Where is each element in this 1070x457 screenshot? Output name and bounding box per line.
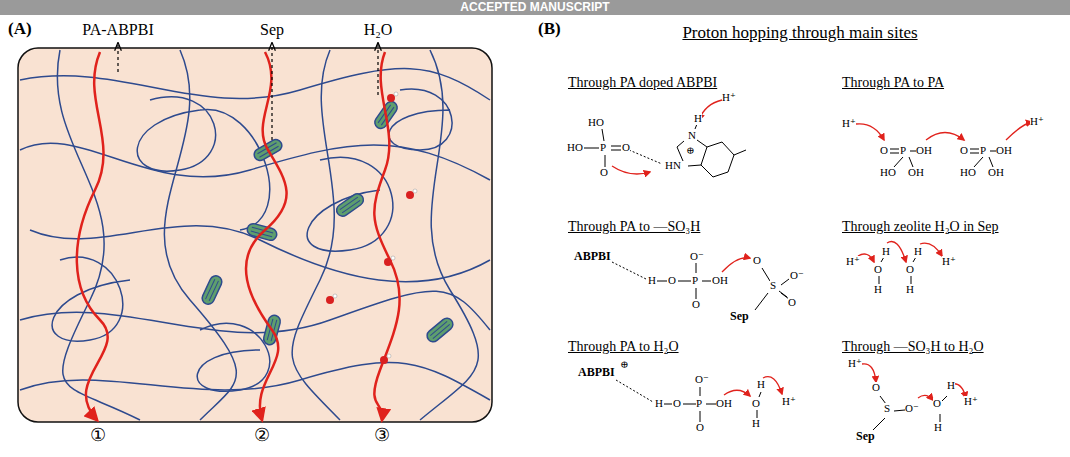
atom-label: H xyxy=(882,246,890,258)
atom-label: ⊕ xyxy=(686,146,694,157)
atom-label: H⁺ xyxy=(842,118,856,130)
proton-hop-arrows xyxy=(612,100,1032,400)
atom-label: O⁻ xyxy=(690,251,704,263)
atom-label: O xyxy=(874,264,882,276)
callout-number: ③ xyxy=(374,426,390,445)
mechanism-heading: Through PA to H₂O xyxy=(568,340,679,355)
atom-label: O xyxy=(692,299,700,311)
atom-label: H⁺ xyxy=(848,358,862,370)
atom-label: H⁺ xyxy=(964,396,978,408)
mechanism-heading: Through PA to PA xyxy=(842,76,944,91)
panel-letter: (A) xyxy=(8,20,32,38)
callout-number: ① xyxy=(90,426,106,445)
atom-label: H xyxy=(947,380,955,392)
atom-label: P xyxy=(692,275,698,287)
atom-label: OH xyxy=(712,275,728,287)
atom-label: O xyxy=(752,398,760,410)
atom-label: O xyxy=(753,255,761,267)
atom-label: HO xyxy=(960,167,976,179)
atom-label: H⁺ xyxy=(722,92,736,104)
atom-label: H xyxy=(914,246,922,258)
watermark-band xyxy=(0,0,1070,15)
water-molecules xyxy=(326,92,417,364)
atom-label: H xyxy=(694,113,702,125)
atom-label: O xyxy=(788,297,796,309)
mechanism-heading: Through —SO₃H to H₂O xyxy=(842,340,984,355)
atom-label: O xyxy=(872,382,880,394)
atom-label: H⁺ xyxy=(1030,116,1044,128)
atom-label: S xyxy=(884,403,890,415)
atom-label: ⊕ xyxy=(620,360,628,371)
atom-label: O xyxy=(880,145,888,157)
atom-label: ABPBI xyxy=(574,250,611,263)
atom-label: P xyxy=(696,398,702,410)
atom-label: OH xyxy=(916,145,932,157)
atom-label: O xyxy=(622,142,630,154)
atom-label: H xyxy=(648,275,656,287)
atom-label: H⁺ xyxy=(942,256,956,268)
atom-label: H⁺ xyxy=(846,256,860,268)
atom-label: Sep xyxy=(730,310,749,323)
watermark: ACCEPTED MANUSCRIPT xyxy=(460,1,609,14)
atom-label: O⁻ xyxy=(905,403,919,415)
panel-letter: (B) xyxy=(538,20,561,38)
component-label: H₂O xyxy=(364,22,393,39)
atom-label: O xyxy=(696,422,704,434)
atom-label: H xyxy=(757,379,765,391)
atom-label: H xyxy=(934,422,942,434)
atom-label: O xyxy=(668,275,676,287)
atom-label: P xyxy=(980,145,986,157)
atom-label: HO xyxy=(567,142,583,154)
proton-pathways xyxy=(77,52,400,420)
panel-title: Proton hopping through main sites xyxy=(682,24,917,42)
atom-label: P xyxy=(900,145,906,157)
mechanism-heading: Through PA doped ABPBI xyxy=(568,76,717,91)
atom-label: P xyxy=(600,142,606,154)
atom-label: Sep xyxy=(856,430,875,443)
atom-label: H xyxy=(655,398,663,410)
atom-label: O xyxy=(673,398,681,410)
atom-label: H xyxy=(906,284,914,296)
atom-label: HO xyxy=(880,167,896,179)
atom-label: ABPBI xyxy=(578,366,615,379)
atom-label: S xyxy=(770,280,776,292)
atom-label: O xyxy=(933,398,941,410)
atom-label: O xyxy=(960,145,968,157)
atom-label: OH xyxy=(908,167,924,179)
atom-label: N xyxy=(688,130,696,142)
atom-label: OH xyxy=(988,167,1004,179)
chemical-bonds xyxy=(584,124,996,430)
atom-label: H⁺ xyxy=(782,396,796,408)
component-label: PA-ABPBI xyxy=(82,22,153,39)
sepiolite-particles xyxy=(200,99,455,346)
atom-label: O⁻ xyxy=(695,374,709,386)
atom-label: HO xyxy=(588,117,604,129)
atom-label: H xyxy=(752,418,760,430)
atom-label: O xyxy=(906,264,914,276)
atom-label: OH xyxy=(716,398,732,410)
atom-label: H xyxy=(874,284,882,296)
polymer-chains xyxy=(20,50,490,420)
atom-label: OH xyxy=(996,145,1012,157)
component-label: Sep xyxy=(260,22,284,39)
callout-number: ② xyxy=(254,426,270,445)
atom-label: O⁻ xyxy=(790,270,804,282)
atom-label: O xyxy=(600,167,608,179)
membrane-box xyxy=(18,48,492,422)
mechanism-heading: Through zeolite H₂O in Sep xyxy=(842,220,999,235)
mechanism-heading: Through PA to —SO₃H xyxy=(568,220,700,235)
atom-label: HN xyxy=(665,160,681,172)
leader-lines xyxy=(118,44,378,140)
